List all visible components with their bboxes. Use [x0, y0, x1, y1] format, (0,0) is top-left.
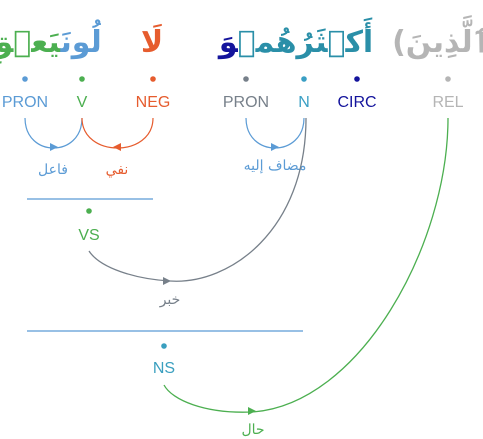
arc-circumstantial: [163, 117, 449, 413]
arc-predicate-arrowhead: [163, 277, 171, 285]
tag-n: N: [298, 94, 310, 111]
dot-neg: [150, 76, 156, 82]
dot-pron2: [243, 76, 249, 82]
dot-ns: [161, 343, 167, 349]
arc-subject: [24, 117, 83, 149]
tag-ns: NS: [153, 360, 175, 377]
label-subject: فاعل: [38, 162, 68, 178]
tag-neg: NEG: [136, 94, 171, 111]
word-waaktharuhum: أَكۡثَرُهُمۡوَ: [217, 17, 373, 60]
tag-vs: VS: [78, 227, 99, 244]
tag-rel: REL: [432, 94, 463, 111]
word-yaqiloon-pron-part: لُونَ: [59, 18, 101, 60]
dot-rel: [445, 76, 451, 82]
label-predicate: خبر: [159, 292, 181, 308]
label-possessive: مضاف إليه: [244, 158, 307, 174]
word-waaktharuhum-noun-part: أَكۡثَرُهُمۡ: [238, 17, 374, 60]
dot-vs: [86, 208, 92, 214]
dot-n: [301, 76, 307, 82]
arc-possessive-arrowhead: [271, 143, 279, 151]
word-waaktharuhum-circ-part: وَ: [217, 25, 239, 60]
label-circumstantial: حال: [241, 422, 264, 438]
word-yaqiloon-verb-part: يَعۡقِ: [0, 25, 61, 66]
word-la: لَا: [141, 23, 163, 60]
tag-pron-2: PRON: [223, 94, 269, 111]
arc-subject-arrowhead: [50, 143, 58, 151]
arc-circumstantial-arrowhead: [248, 407, 256, 415]
arc-possessive: [245, 117, 305, 149]
tag-v: V: [77, 94, 88, 111]
word-yaqiloon: لُونَيَعۡقِ: [0, 18, 102, 65]
arc-negation-arrowhead: [113, 143, 121, 151]
arc-negation: [81, 117, 154, 149]
tag-circ: CIRC: [337, 94, 376, 111]
label-negation: نفي: [106, 162, 129, 178]
arc-predicate: [88, 117, 307, 282]
word-alladhina: (ٱلَّذِينَ): [392, 14, 483, 60]
tag-pron-1: PRON: [2, 94, 48, 111]
dot-circ: [354, 76, 360, 82]
dot-v: [79, 76, 85, 82]
dot-pron1: [22, 76, 28, 82]
